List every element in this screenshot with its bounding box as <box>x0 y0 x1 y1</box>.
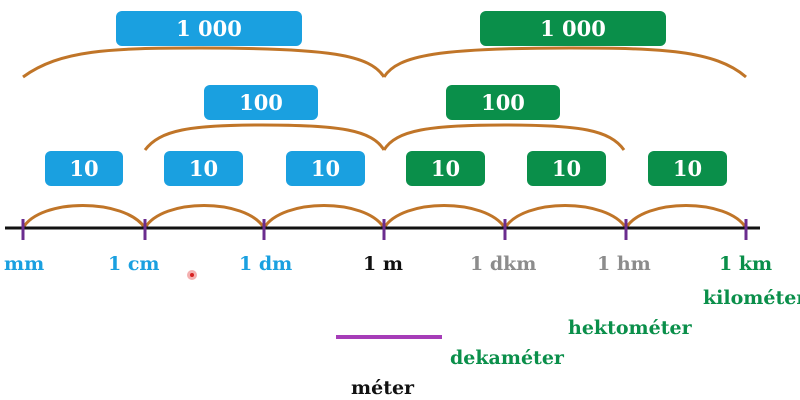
arc-6 <box>624 204 748 229</box>
brace-hundred-right <box>382 123 626 151</box>
factor-ten-5: 10 <box>527 151 606 186</box>
factor-hundred-right: 100 <box>446 85 560 120</box>
unit-label-cm: 1 cm <box>108 253 160 275</box>
factor-ten-3: 10 <box>286 151 365 186</box>
unit-label-dkm: 1 dkm <box>470 253 537 275</box>
factor-thousand-right: 1 000 <box>480 11 666 46</box>
meter-underline <box>336 335 442 339</box>
word-kilometer: kilométer <box>703 287 800 309</box>
factor-thousand-left: 1 000 <box>116 11 302 46</box>
brace-thousand-right <box>382 46 747 79</box>
factor-hundred-left: 100 <box>204 85 318 120</box>
arc-2 <box>143 204 266 229</box>
factor-ten-1: 10 <box>45 151 123 186</box>
arc-3 <box>262 204 386 229</box>
factor-ten-4: 10 <box>406 151 485 186</box>
arc-1 <box>21 204 147 229</box>
factor-ten-2: 10 <box>164 151 243 186</box>
unit-label-km: 1 km <box>719 253 773 275</box>
factor-ten-6: 10 <box>648 151 727 186</box>
unit-label-m: 1 m <box>363 253 403 275</box>
unit-label-dm: 1 dm <box>239 253 293 275</box>
brace-thousand-left <box>22 46 386 79</box>
pointer-dot-icon <box>187 270 197 280</box>
brace-hundred-left <box>143 123 386 151</box>
word-hektometer: hektométer <box>568 317 692 339</box>
arc-4 <box>382 204 507 229</box>
word-dekameter: dekaméter <box>450 347 564 369</box>
unit-label-hm: 1 hm <box>597 253 651 275</box>
unit-label-mm: mm <box>4 253 45 275</box>
arc-5 <box>503 204 628 229</box>
word-meter: méter <box>351 377 415 399</box>
